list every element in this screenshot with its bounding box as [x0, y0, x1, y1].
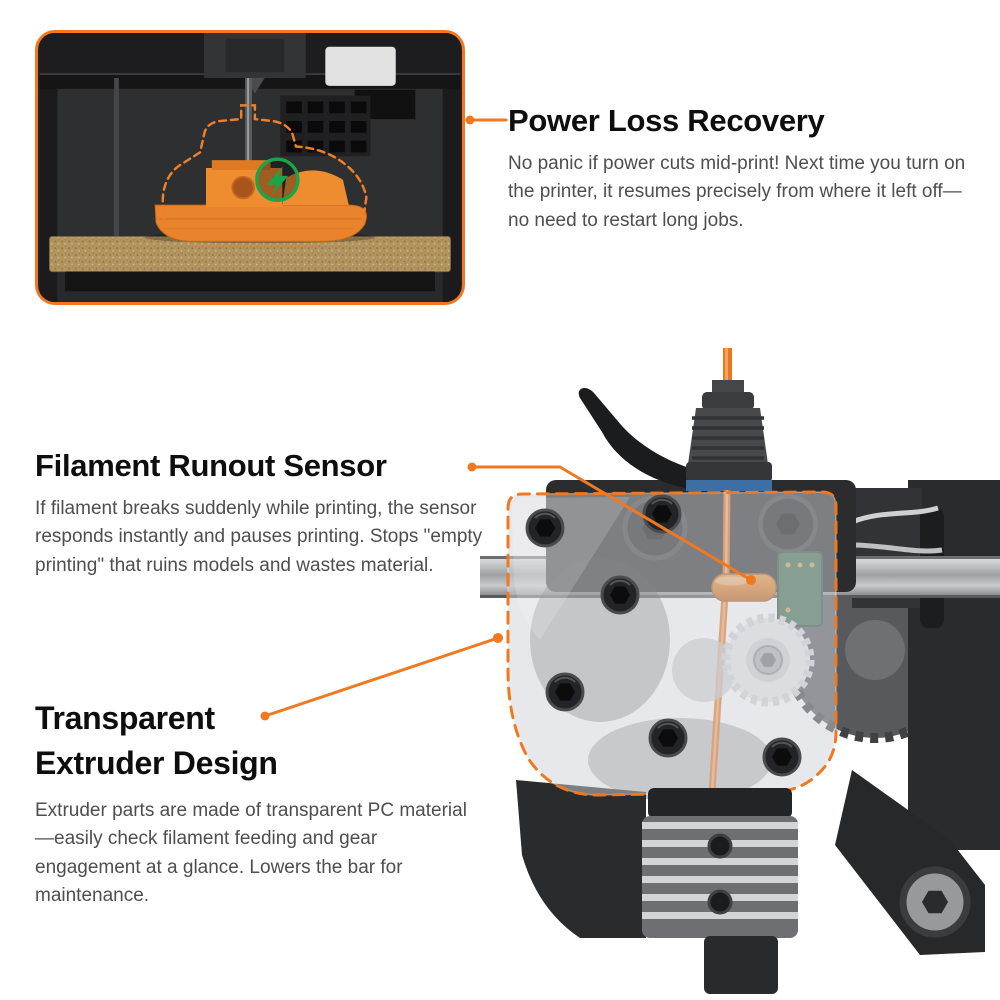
callout-power-loss [465, 115, 508, 125]
z-rod [114, 77, 119, 240]
feature-transparent-extruder: Transparent Extruder Design Extruder par… [35, 696, 471, 911]
title-line-1: Transparent [35, 700, 215, 736]
vent-grid [280, 95, 371, 157]
feature-title-transparent-extruder: Transparent Extruder Design [35, 696, 471, 787]
power-recovery-icon [255, 157, 300, 202]
feature-filament-runout: Filament Runout Sensor If filament break… [35, 448, 487, 580]
carriage-base [516, 780, 646, 938]
camera-box [325, 46, 396, 86]
filament-strand [723, 348, 732, 386]
lightning-bolt-icon [266, 166, 289, 196]
housing-dashed-highlight [506, 490, 838, 797]
release-lever [578, 387, 696, 490]
feature-title-filament-runout: Filament Runout Sensor [35, 448, 387, 483]
coupler-blue-ring [686, 480, 772, 491]
idler-arm [835, 770, 985, 955]
benchy-model [154, 160, 367, 242]
title-line-2: Extruder Design [35, 745, 278, 782]
feature-body-filament-runout: If filament breaks suddenly while printi… [35, 497, 483, 576]
benchy-ghost-outline [161, 104, 368, 226]
nozzle-block [704, 936, 778, 994]
feature-title-power-loss: Power Loss Recovery [508, 103, 825, 138]
feature-body-transparent-extruder: Extruder parts are made of transparent P… [35, 799, 467, 907]
heatsink [642, 788, 798, 938]
extruder-render [480, 348, 1000, 994]
printer-photo-illustration [39, 33, 461, 302]
feature-power-loss: Power Loss Recovery No panic if power cu… [508, 103, 970, 235]
printer-photo-frame [35, 30, 465, 305]
feature-body-power-loss: No panic if power cuts mid-print! Next t… [508, 152, 966, 231]
ptfe-fitting [686, 380, 772, 491]
